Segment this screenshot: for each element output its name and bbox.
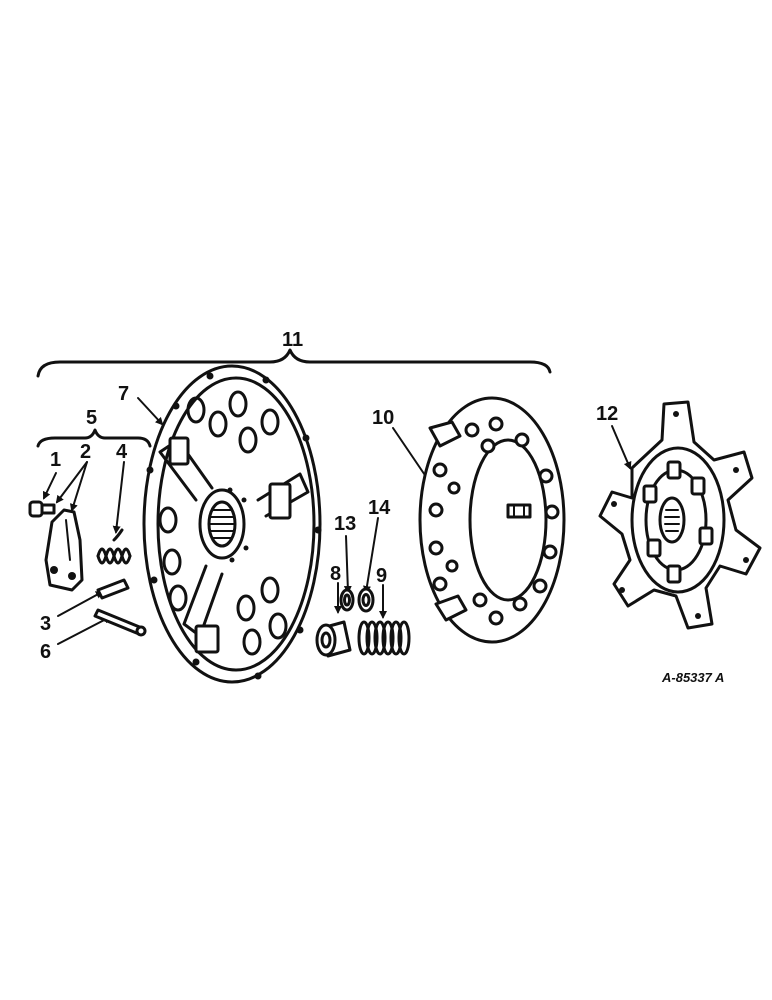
callout-10: 10 [372, 407, 394, 429]
callout-8: 8 [330, 563, 341, 585]
pin-part-6 [93, 608, 147, 637]
callout-4: 4 [116, 441, 128, 463]
callout-2: 2 [80, 441, 91, 463]
callout-14: 14 [368, 497, 391, 519]
spring-part-4 [96, 528, 132, 565]
callout-12: 12 [596, 403, 618, 425]
callout-13: 13 [334, 513, 356, 535]
lever-bracket-part-2 [44, 508, 84, 592]
callout-3: 3 [40, 613, 51, 635]
bracket-assembly-11 [36, 348, 552, 378]
washer-part-14 [357, 587, 375, 613]
bracket-group-5 [36, 428, 152, 448]
callout-9: 9 [376, 565, 387, 587]
pressure-plate-part-10 [418, 396, 566, 644]
callout-5: 5 [86, 407, 97, 429]
bolt-part-1 [28, 500, 56, 518]
callout-labels: 11 5 1 2 4 3 6 7 10 13 14 8 9 12 [40, 329, 618, 663]
clutch-cover-part-7 [142, 364, 322, 684]
cup-part-8 [315, 620, 352, 658]
callout-1: 1 [50, 449, 61, 471]
callout-6: 6 [40, 641, 51, 663]
pin-part-3 [96, 578, 130, 600]
clutch-disc-part-12 [598, 400, 762, 630]
callout-7: 7 [118, 383, 129, 405]
leader-lines [42, 397, 632, 645]
callout-11: 11 [282, 329, 303, 351]
washer-part-13 [339, 588, 355, 612]
drawing-number: A-85337 A [661, 670, 724, 685]
coil-spring-part-9 [357, 620, 411, 656]
